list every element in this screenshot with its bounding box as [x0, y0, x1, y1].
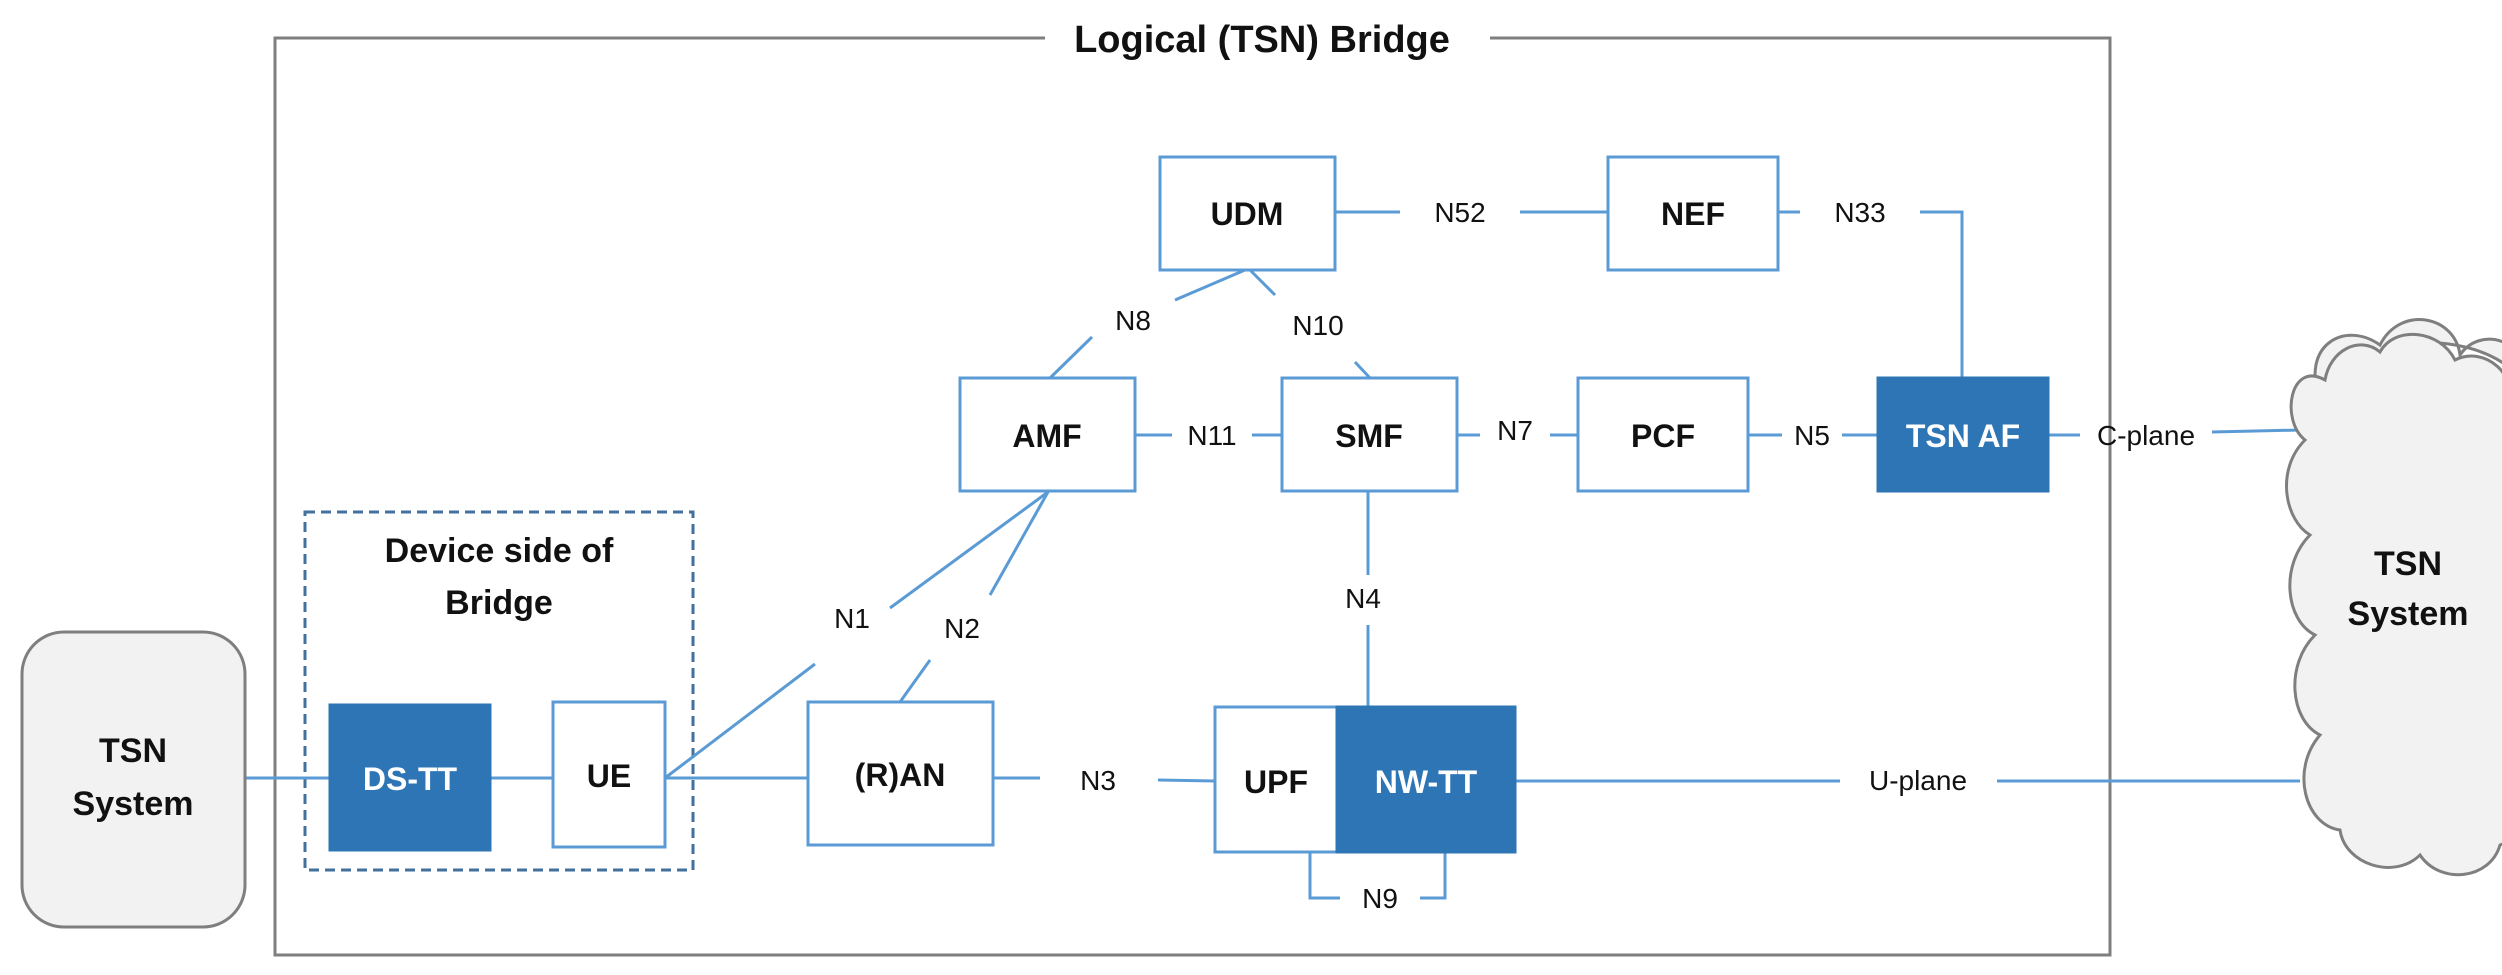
- nw-tt-label: NW-TT: [1375, 764, 1478, 800]
- tsn-system-right-line1: TSN: [2374, 545, 2442, 583]
- node-nw-tt: NW-TT: [1335, 705, 1517, 854]
- tsn-system-left-line1: TSN: [99, 732, 167, 770]
- nef-label: NEF: [1661, 196, 1725, 232]
- udm-label: UDM: [1211, 196, 1284, 232]
- label-n3: N3: [1080, 765, 1116, 796]
- link-upf-n9: [1308, 852, 1340, 900]
- label-c-plane: C-plane: [2097, 420, 2195, 451]
- tsn-af-label: TSN AF: [1906, 418, 2020, 454]
- smf-label: SMF: [1335, 418, 1403, 454]
- label-n33: N33: [1834, 197, 1885, 228]
- ran-label: (R)AN: [855, 757, 946, 793]
- link-n33-tsnaf: [1920, 210, 1964, 378]
- upf-label: UPF: [1244, 764, 1308, 800]
- link-ran-n2: [898, 659, 932, 703]
- node-ran: (R)AN: [806, 700, 995, 847]
- device-side-label-line2: Bridge: [445, 584, 553, 622]
- links: [245, 210, 2301, 900]
- link-n8-amf: [1048, 335, 1094, 380]
- node-smf: SMF: [1280, 376, 1459, 493]
- node-udm: UDM: [1158, 155, 1337, 272]
- node-nef: NEF: [1606, 155, 1780, 272]
- ds-tt-label: DS-TT: [363, 761, 458, 797]
- label-n4: N4: [1345, 583, 1381, 614]
- link-n9-nwtt: [1420, 852, 1447, 900]
- node-upf: UPF: [1213, 705, 1339, 854]
- label-u-plane: U-plane: [1869, 765, 1967, 796]
- label-n1: N1: [834, 603, 870, 634]
- device-side-frame: [303, 510, 695, 872]
- interface-labels: N52 N33 N8 N10 N11 N7 N5 C-plane N1 N2 N…: [834, 197, 2195, 914]
- link-n3-upf: [1157, 778, 1216, 783]
- ue-label: UE: [587, 758, 631, 794]
- label-n8: N8: [1115, 305, 1151, 336]
- logical-bridge-frame: [273, 36, 2112, 957]
- tsn-system-left-line2: System: [73, 785, 194, 823]
- label-n7: N7: [1497, 415, 1533, 446]
- label-n2: N2: [944, 613, 980, 644]
- link-udm-n8: [1174, 268, 1246, 302]
- link-ue-n1: [664, 662, 816, 780]
- node-ue: UE: [551, 700, 667, 849]
- pcf-label: PCF: [1631, 418, 1695, 454]
- device-side-label-line1: Device side of: [385, 532, 614, 570]
- node-tsn-af: TSN AF: [1876, 376, 2050, 493]
- node-ds-tt: DS-TT: [328, 703, 492, 852]
- link-cplane-cloud: [2211, 428, 2301, 434]
- link-n2-amf: [988, 491, 1050, 596]
- label-n10: N10: [1292, 310, 1343, 341]
- label-n52: N52: [1434, 197, 1485, 228]
- node-amf: AMF: [958, 376, 1137, 493]
- link-n1-amf: [889, 490, 1049, 610]
- label-n9: N9: [1362, 883, 1398, 914]
- tsn-system-left: TSN System: [20, 630, 247, 929]
- tsn-system-right-line2: System: [2348, 595, 2469, 633]
- tsn-system-cloud: TSN System: [2285, 318, 2502, 877]
- amf-label: AMF: [1012, 418, 1081, 454]
- label-n5: N5: [1794, 420, 1830, 451]
- link-udm-n10: [1248, 268, 1277, 297]
- bridge-title: Logical (TSN) Bridge: [1074, 19, 1450, 61]
- label-n11: N11: [1187, 420, 1236, 451]
- link-n10-smf: [1353, 360, 1372, 380]
- node-pcf: PCF: [1576, 376, 1750, 493]
